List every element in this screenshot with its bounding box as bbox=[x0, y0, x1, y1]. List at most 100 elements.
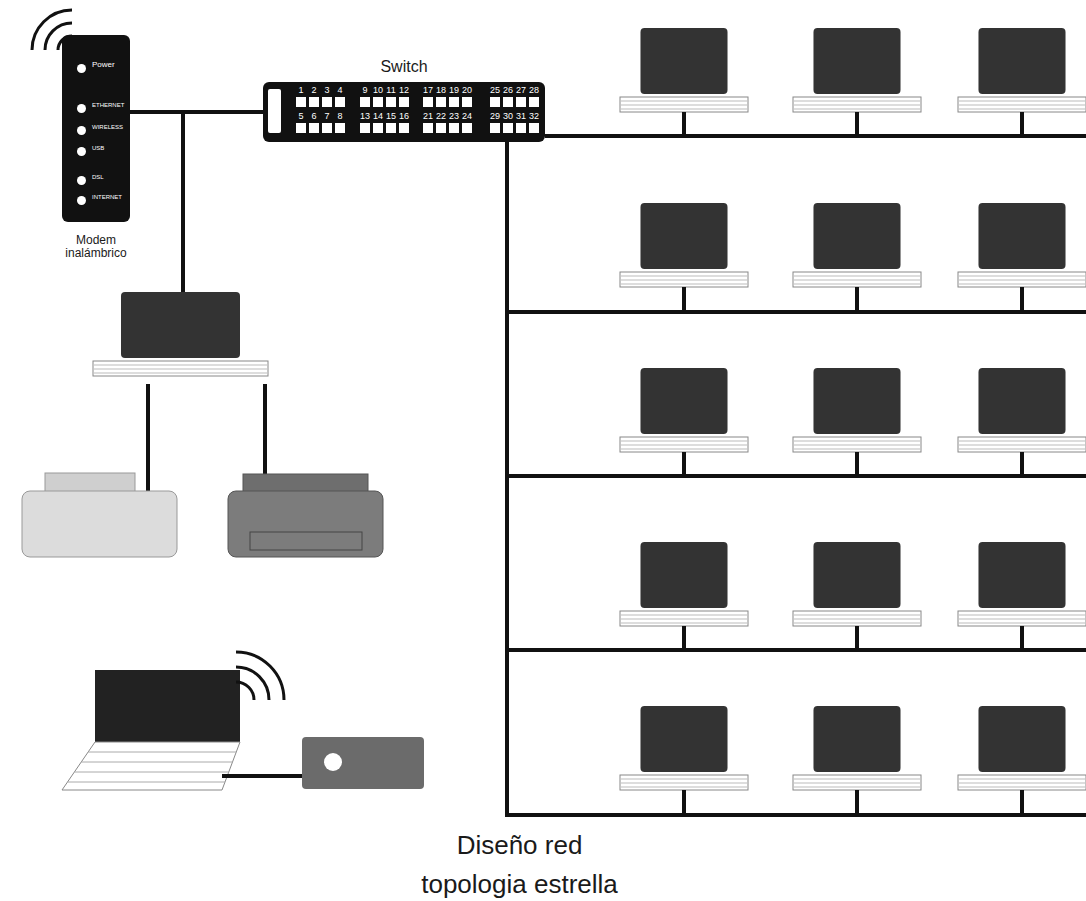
led-label: WIRELESS bbox=[92, 124, 123, 131]
port-number: 7 bbox=[320, 112, 334, 121]
port-number: 24 bbox=[460, 112, 474, 121]
diagram-caption: Diseño red topologia estrella bbox=[412, 826, 627, 901]
switch-port bbox=[399, 123, 409, 133]
switch-port bbox=[529, 97, 539, 107]
led-label: DSL bbox=[92, 174, 104, 181]
desktop-computer bbox=[958, 706, 1086, 790]
network-cable bbox=[181, 112, 185, 292]
network-switch: Switch1234910111217181920252627285678131… bbox=[263, 82, 545, 142]
network-cable bbox=[682, 790, 686, 815]
led-label: USB bbox=[92, 145, 104, 152]
switch-port bbox=[322, 97, 332, 107]
led-label: INTERNET bbox=[92, 194, 122, 201]
switch-port bbox=[335, 97, 345, 107]
port-number: 19 bbox=[447, 86, 461, 95]
network-cable bbox=[545, 134, 1086, 138]
desktop-computer bbox=[793, 203, 921, 287]
switch-port bbox=[335, 123, 345, 133]
network-cable bbox=[682, 112, 686, 136]
network-cable bbox=[682, 452, 686, 476]
desktop-computer bbox=[620, 368, 748, 452]
switch-port bbox=[516, 97, 526, 107]
switch-port bbox=[516, 123, 526, 133]
network-cable bbox=[855, 287, 859, 312]
printer-cable bbox=[263, 384, 267, 474]
desktop-computer bbox=[958, 368, 1086, 452]
wireless-adapter bbox=[302, 737, 424, 789]
switch-port bbox=[490, 123, 500, 133]
switch-port bbox=[503, 97, 513, 107]
desktop-computer bbox=[620, 706, 748, 790]
printer-cable bbox=[146, 384, 150, 492]
network-cable bbox=[130, 110, 263, 114]
port-number: 11 bbox=[384, 86, 398, 95]
switch-port bbox=[449, 123, 459, 133]
switch-port bbox=[462, 123, 472, 133]
desktop-computer bbox=[620, 28, 748, 112]
network-cable bbox=[505, 813, 1086, 817]
status-led bbox=[77, 147, 86, 156]
port-number: 20 bbox=[460, 86, 474, 95]
desktop-computer bbox=[793, 28, 921, 112]
desktop-computer bbox=[793, 706, 921, 790]
status-led bbox=[77, 176, 86, 185]
port-number: 9 bbox=[358, 86, 372, 95]
network-cable bbox=[855, 112, 859, 136]
switch-port bbox=[360, 123, 370, 133]
desktop-computer bbox=[620, 203, 748, 287]
switch-port bbox=[503, 123, 513, 133]
network-cable bbox=[505, 648, 1086, 652]
network-cable bbox=[855, 626, 859, 650]
network-cable bbox=[1020, 790, 1024, 815]
usb-cable bbox=[222, 774, 302, 778]
uplink-module bbox=[268, 89, 281, 133]
network-cable bbox=[505, 310, 1086, 314]
port-number: 26 bbox=[501, 86, 515, 95]
switch-port bbox=[296, 97, 306, 107]
port-number: 25 bbox=[488, 86, 502, 95]
port-number: 13 bbox=[358, 112, 372, 121]
port-number: 18 bbox=[434, 86, 448, 95]
port-number: 16 bbox=[397, 112, 411, 121]
switch-port bbox=[449, 97, 459, 107]
port-number: 30 bbox=[501, 112, 515, 121]
desktop-computer bbox=[793, 368, 921, 452]
port-number: 12 bbox=[397, 86, 411, 95]
switch-port bbox=[423, 97, 433, 107]
printer bbox=[228, 474, 383, 557]
port-number: 10 bbox=[371, 86, 385, 95]
network-cable bbox=[505, 140, 509, 817]
switch-port bbox=[322, 123, 332, 133]
switch-port bbox=[296, 123, 306, 133]
port-number: 28 bbox=[527, 86, 541, 95]
port-number: 27 bbox=[514, 86, 528, 95]
port-number: 1 bbox=[294, 86, 308, 95]
switch-port bbox=[309, 123, 319, 133]
status-led bbox=[77, 196, 86, 205]
desktop-computer bbox=[958, 203, 1086, 287]
network-cable bbox=[682, 287, 686, 312]
network-cable bbox=[1020, 452, 1024, 476]
switch-port bbox=[490, 97, 500, 107]
status-led bbox=[77, 64, 86, 73]
laptop bbox=[62, 652, 284, 790]
port-number: 29 bbox=[488, 112, 502, 121]
port-number: 8 bbox=[333, 112, 347, 121]
desktop-computer bbox=[93, 292, 268, 376]
port-number: 4 bbox=[333, 86, 347, 95]
status-led bbox=[77, 126, 86, 135]
port-number: 5 bbox=[294, 112, 308, 121]
led-label: ETHERNET bbox=[92, 102, 124, 109]
port-number: 31 bbox=[514, 112, 528, 121]
port-number: 2 bbox=[307, 86, 321, 95]
status-led bbox=[77, 104, 86, 113]
network-cable bbox=[1020, 112, 1024, 136]
network-cable bbox=[682, 626, 686, 650]
switch-port bbox=[462, 97, 472, 107]
switch-port bbox=[373, 97, 383, 107]
port-number: 22 bbox=[434, 112, 448, 121]
port-number: 23 bbox=[447, 112, 461, 121]
switch-port bbox=[529, 123, 539, 133]
switch-port bbox=[386, 97, 396, 107]
